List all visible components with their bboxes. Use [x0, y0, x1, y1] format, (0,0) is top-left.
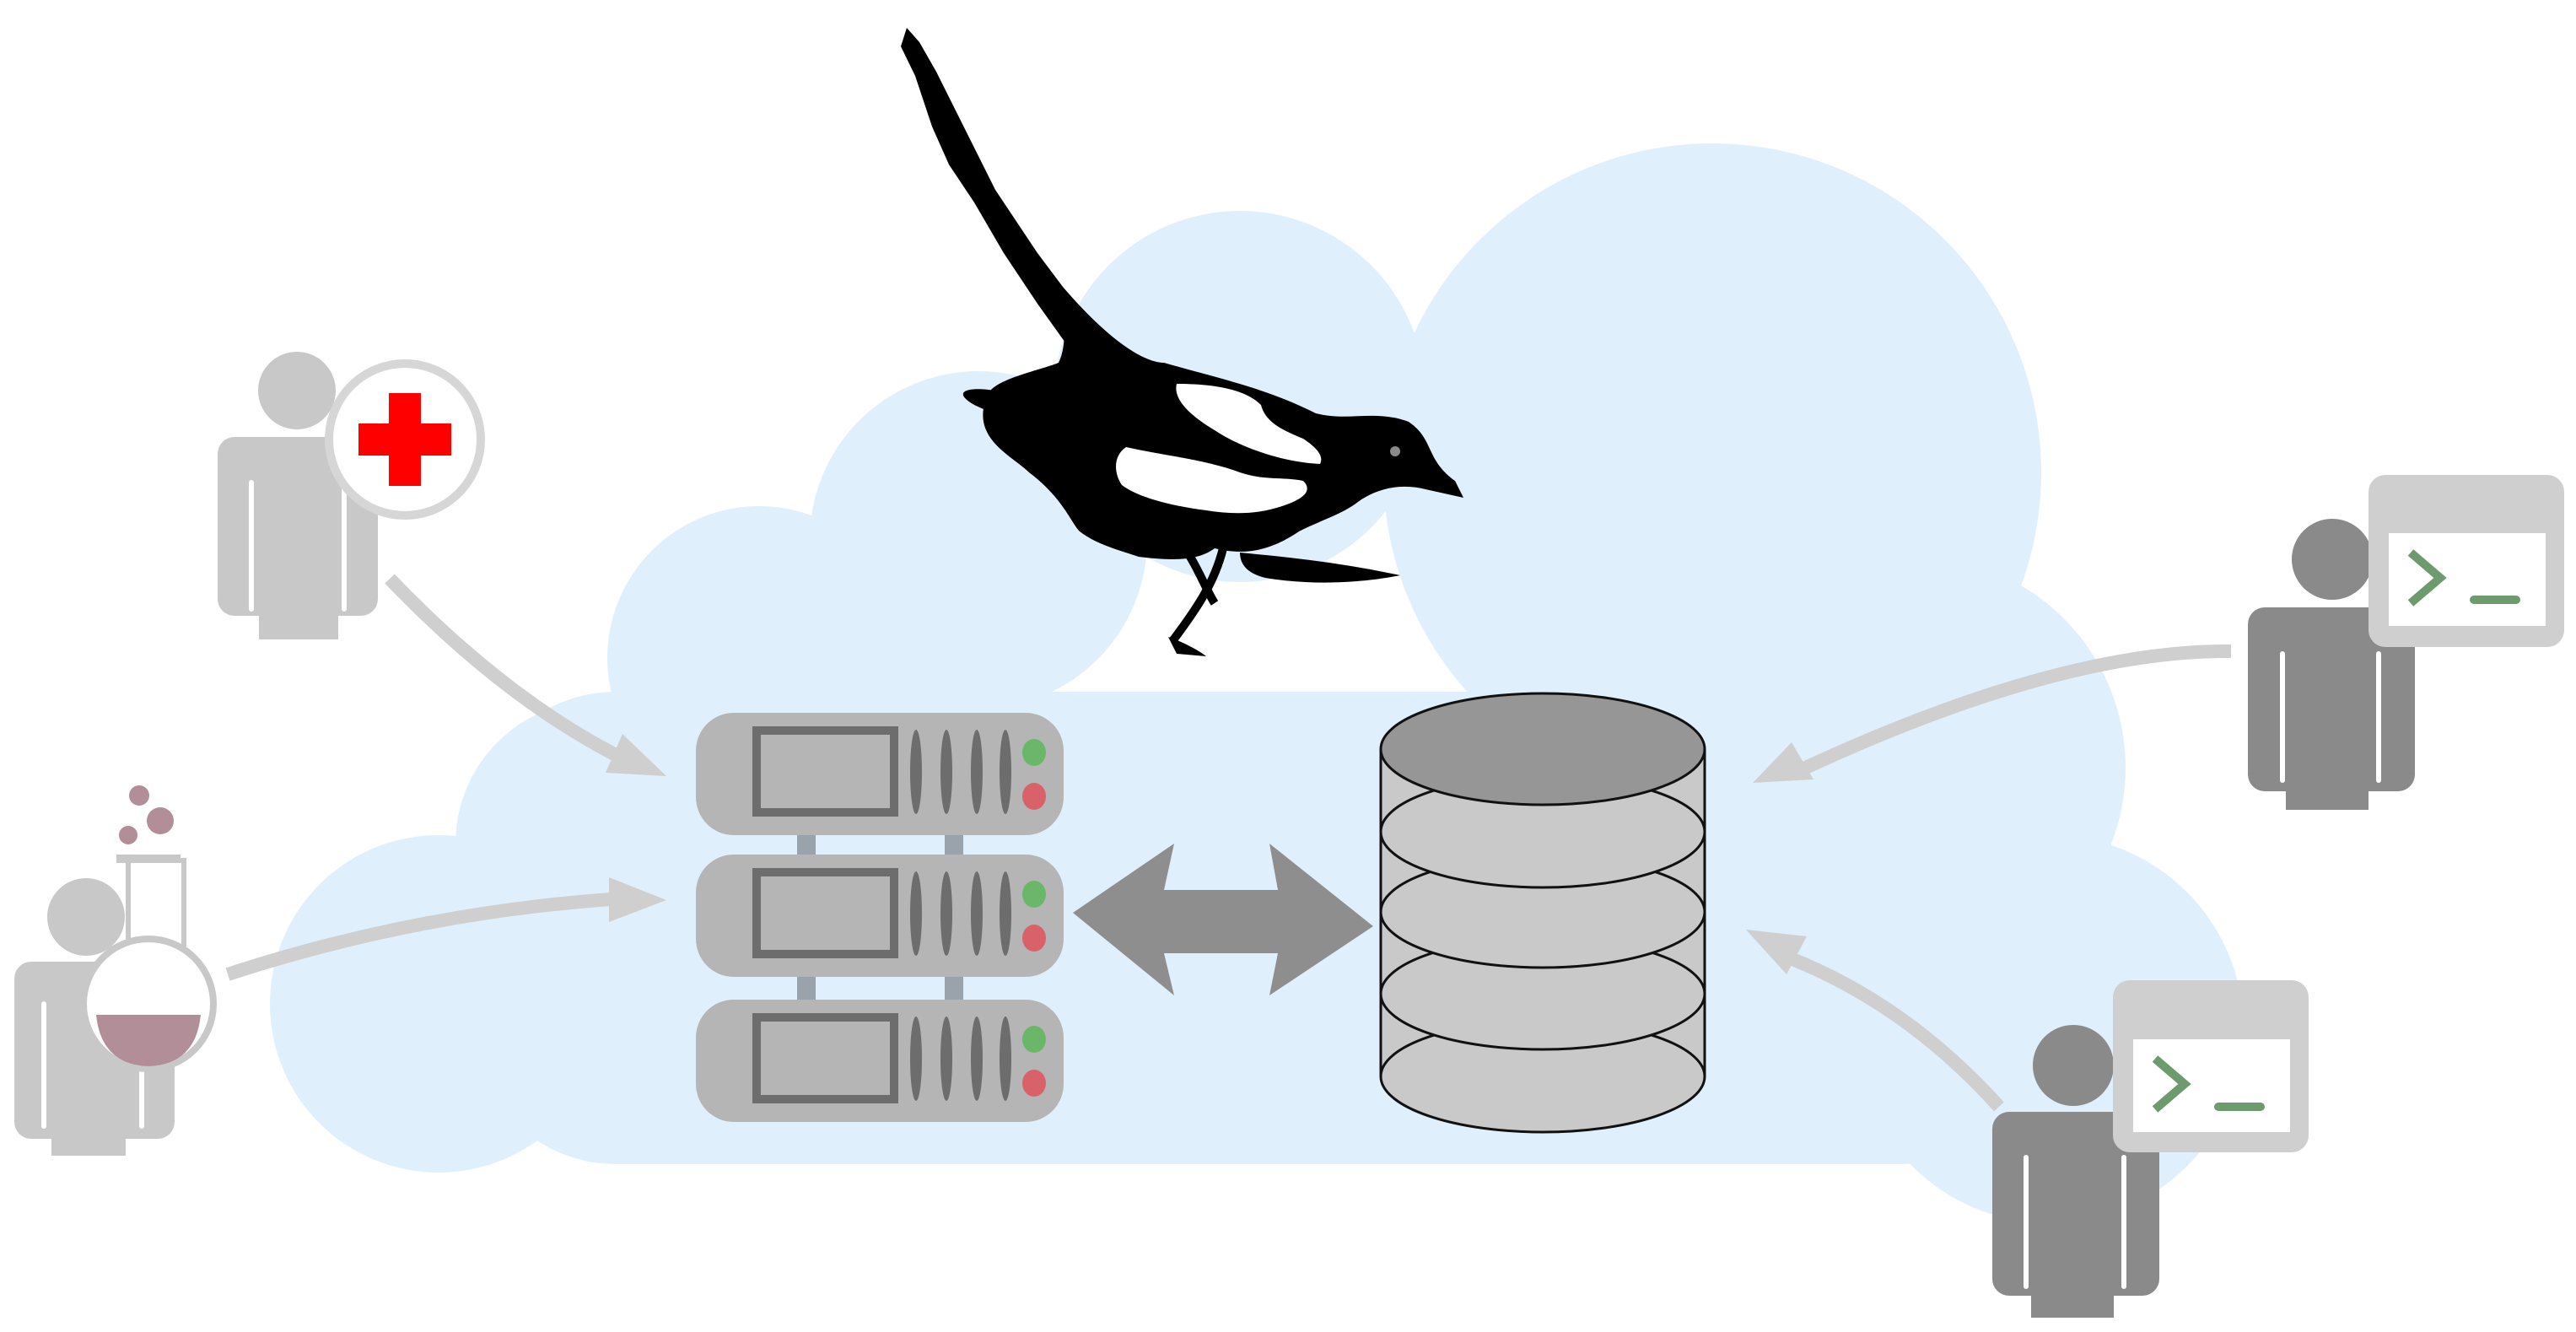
arrow-terminal-top-to-database: [1793, 644, 2232, 779]
terminal-icon: [2369, 475, 2564, 647]
status-led-red: [1022, 783, 1046, 810]
flask-liquid: [96, 1015, 201, 1066]
person-icon: [1992, 1025, 2159, 1318]
arrow-head-medical: [606, 734, 666, 776]
medical-user: [218, 352, 485, 639]
terminal-icon: [2113, 980, 2309, 1152]
lab-user: [14, 785, 217, 1156]
status-led-green: [1022, 881, 1046, 908]
server-unit-2: [696, 855, 1064, 977]
server-rack: [696, 713, 1064, 1122]
bubble-large: [147, 807, 174, 834]
magpie-wing-patch: [1176, 384, 1322, 464]
bubble-small: [119, 826, 137, 844]
terminal-user-top: [2248, 475, 2564, 810]
magpie-leg-back: [1172, 533, 1219, 606]
magpie-belly: [1116, 447, 1307, 514]
database: [1379, 692, 1706, 1134]
status-led-green: [1022, 739, 1046, 766]
magpie-lower-tail: [1240, 553, 1400, 583]
arrow-medical-to-server: [385, 574, 628, 766]
bubble-medium: [129, 785, 149, 806]
magpie-leg-front: [1168, 547, 1227, 644]
magpie-foot: [1168, 637, 1206, 656]
arrow-head-terminal-top: [1753, 742, 1813, 783]
magpie-tail: [901, 28, 1097, 363]
red-cross-icon: [325, 359, 485, 520]
bidirectional-arrow: [1073, 844, 1373, 995]
magpie-bird-icon: [901, 28, 1463, 656]
chemistry-flask-icon: [80, 785, 217, 1072]
status-led-green: [1022, 1026, 1046, 1053]
server-unit-3: [696, 1000, 1064, 1122]
magpie-wing-tip: [962, 389, 1113, 460]
status-led-red: [1022, 1070, 1046, 1097]
database-top: [1379, 692, 1706, 806]
server-unit-1: [696, 713, 1064, 835]
person-icon: [2248, 519, 2415, 810]
arrow-heads: [606, 734, 1813, 974]
status-led-red: [1022, 925, 1046, 952]
arrow-lab-to-server: [225, 892, 625, 981]
arrow-terminal-bottom-to-database: [1786, 951, 2004, 1112]
magpie-eye: [1390, 446, 1400, 456]
flow-arrows: [225, 574, 2232, 1112]
arrow-head-terminal-bottom: [1746, 930, 1807, 974]
terminal-user-bottom: [1992, 980, 2309, 1318]
arrow-head-lab: [609, 877, 666, 922]
